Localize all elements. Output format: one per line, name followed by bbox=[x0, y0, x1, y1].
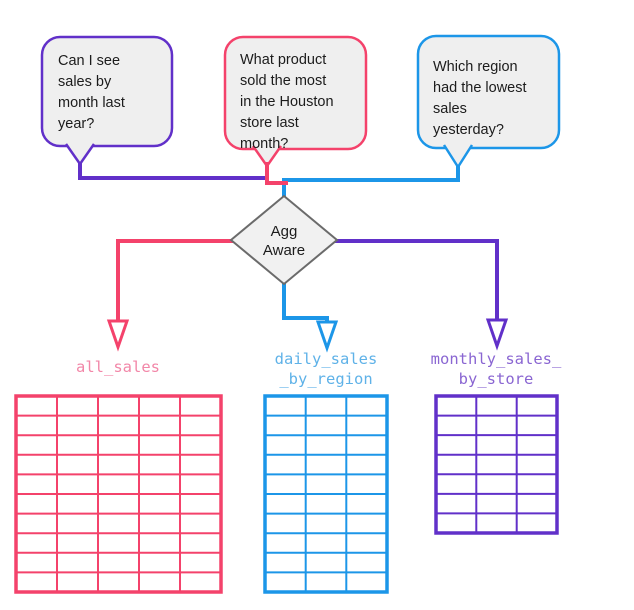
connector-question-3 bbox=[282, 166, 460, 198]
arrow-line-all-sales bbox=[116, 239, 234, 323]
question-2-text: What product sold the most in the Housto… bbox=[240, 52, 334, 152]
speech-bubble-question-2 bbox=[223, 35, 368, 168]
bubble-1-body bbox=[40, 35, 174, 148]
speech-bubble-question-3 bbox=[416, 34, 561, 169]
table-label-monthly-sales-by-store: monthly_sales_ by_store bbox=[430, 350, 562, 388]
table-label-all-sales: all_sales bbox=[76, 358, 160, 376]
table-grid-daily-sales-by-region bbox=[263, 394, 389, 594]
arrowhead-all-sales bbox=[106, 319, 130, 352]
agg-aware-diamond bbox=[229, 194, 339, 286]
arrow-line-monthly-sales bbox=[334, 239, 499, 322]
connector-question-2 bbox=[265, 162, 288, 185]
arrowhead-daily-sales bbox=[315, 320, 339, 353]
bubble-2-body bbox=[223, 35, 368, 151]
connector-question-1 bbox=[78, 162, 269, 180]
bubble-3-tail bbox=[442, 144, 474, 169]
table-grid-all-sales bbox=[14, 394, 223, 594]
arrowhead-monthly-sales bbox=[485, 318, 509, 351]
question-1-text: Can I see sales by month last year? bbox=[58, 53, 125, 132]
question-3-text: Which region had the lowest sales yester… bbox=[433, 59, 527, 138]
bubble-3-body bbox=[416, 34, 561, 150]
bubble-1-tail bbox=[64, 143, 96, 166]
arrow-line-daily-sales bbox=[282, 282, 329, 324]
agg-aware-label: Agg Aware bbox=[262, 223, 306, 259]
table-label-daily-sales-by-region: daily_sales _by_region bbox=[274, 350, 378, 388]
table-grid-monthly-sales-by-store bbox=[434, 394, 559, 535]
